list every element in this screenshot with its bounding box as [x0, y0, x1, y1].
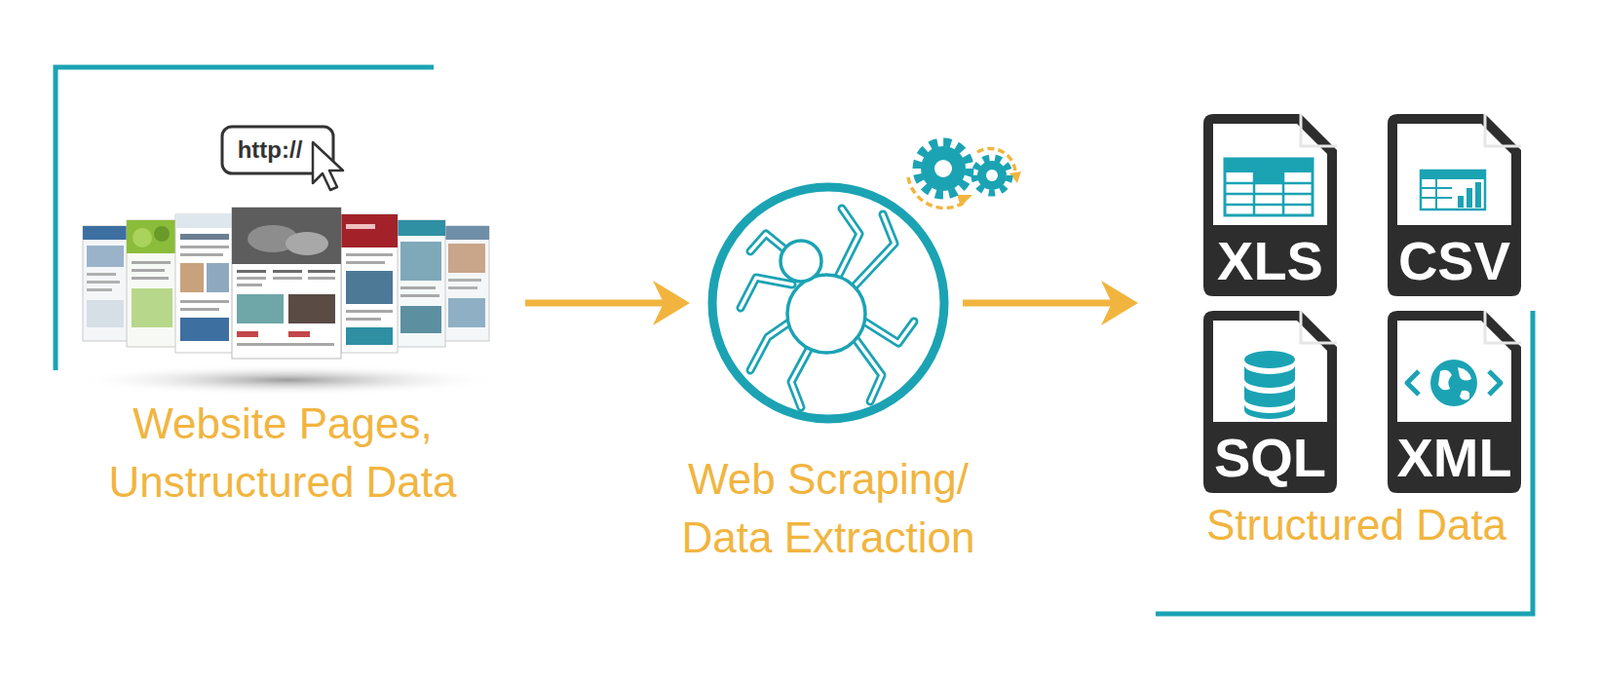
arrow-shaft: [962, 300, 1113, 307]
caption-text: Website Pages, Unstructured Data: [77, 394, 488, 512]
caption-text: Structured Data: [1161, 495, 1552, 555]
flow-arrow: [525, 280, 690, 326]
url-text: http://: [229, 135, 310, 165]
gear-icons: [908, 142, 1022, 208]
corner-bracket: [1155, 310, 1533, 614]
file-type-label: XLS: [1203, 231, 1337, 291]
website-pages: [73, 207, 502, 396]
url-cursor: [222, 126, 343, 191]
file-type-label: CSV: [1387, 231, 1522, 291]
arrow-head: [1101, 280, 1139, 326]
xls-file-icon: XLS: [1203, 114, 1337, 297]
flow-arrow: [962, 280, 1139, 326]
source-group: Website Pages, Unstructured Data: [53, 67, 512, 526]
file-type-label: XML: [1387, 428, 1522, 488]
csv-file-icon: CSV: [1387, 114, 1522, 297]
xml-file-icon: XML: [1387, 310, 1522, 494]
arrow-head: [652, 280, 690, 326]
scraper-circle: Web Scraping/ Data Extraction: [707, 182, 950, 424]
arrow-shaft: [525, 300, 665, 307]
file-type-label: SQL: [1203, 428, 1337, 488]
output-group: Structured DataXLSCSVSQLXML: [1155, 107, 1538, 619]
corner-bracket: [55, 67, 434, 371]
caption-text: Web Scraping/ Data Extraction: [657, 450, 999, 568]
sql-file-icon: SQL: [1203, 310, 1337, 494]
circle-outline: [707, 182, 950, 424]
spider-icon: [740, 208, 915, 408]
